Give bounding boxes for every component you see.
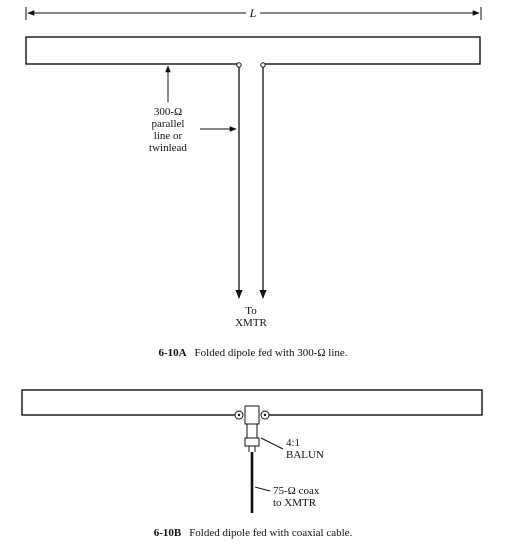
svg-text:4:1: 4:1 [286,437,300,449]
feed-line-label: 300-Ω parallel line or twinlead [149,106,187,154]
svg-text:twinlead: twinlead [149,142,187,154]
folded-dipole-element [25,36,481,65]
balun [244,405,260,452]
pointer-to-balun [260,437,284,450]
svg-text:XMTR: XMTR [235,317,267,329]
svg-text:75-Ω coax: 75-Ω coax [273,485,320,497]
svg-text:parallel: parallel [152,118,185,130]
svg-text:line or: line or [154,130,183,142]
svg-text:BALUN: BALUN [286,449,324,461]
to-transmitter-label: To XMTR [235,305,267,329]
pointer-to-coax [254,486,271,492]
svg-text:to XMTR: to XMTR [273,497,317,509]
svg-text:To: To [245,305,257,317]
balun-label: 4:1 BALUN [286,437,324,461]
feed-terminal-right [260,62,266,68]
figure-a: L 300-Ω parallel line or twinlead To XMT… [25,6,482,359]
length-dimension: L [25,6,482,20]
length-label: L [249,6,257,20]
feed-terminal-left [236,62,242,68]
coax-label: 75-Ω coax to XMTR [273,485,320,509]
svg-text:300-Ω: 300-Ω [154,106,182,118]
